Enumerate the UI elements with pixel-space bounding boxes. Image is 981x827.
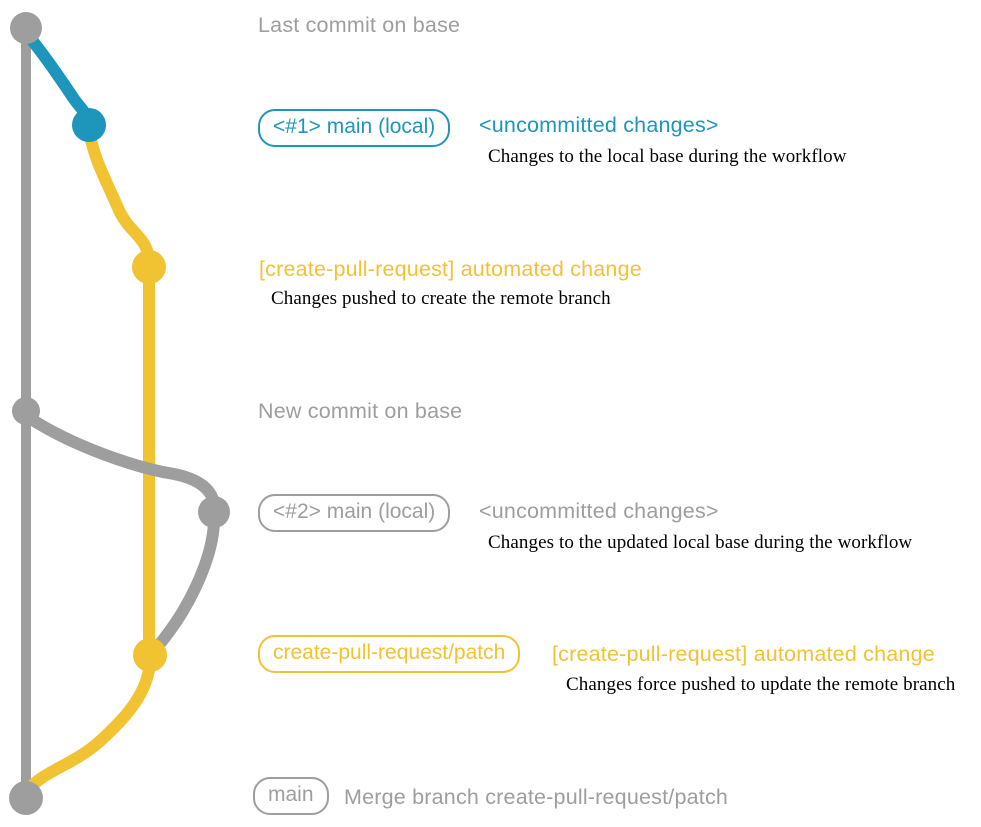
commit-dot-new-base bbox=[12, 397, 40, 425]
local-main-2-rebase-curve bbox=[149, 513, 220, 656]
branch-badge-main: main bbox=[253, 777, 329, 815]
branch-badge-main-local-2: <#2> main (local) bbox=[258, 494, 451, 532]
branch-badge-main-local-1: <#1> main (local) bbox=[258, 109, 451, 147]
pr-commit-title-1: [create-pull-request] automated change bbox=[259, 257, 642, 281]
pr-branch-curve bbox=[83, 124, 155, 268]
commit-dot-pr-2 bbox=[133, 638, 167, 672]
new-commit-label: New commit on base bbox=[258, 399, 463, 423]
merge-commit-label: Merge branch create-pull-request/patch bbox=[344, 785, 729, 809]
base-update-curve bbox=[22, 411, 220, 509]
pr-commit-title-2: [create-pull-request] automated change bbox=[552, 642, 935, 666]
uncommitted-changes-description-1: Changes to the local base during the wor… bbox=[488, 146, 847, 167]
commit-dot-last-base bbox=[10, 12, 42, 44]
commit-dot-pr-1 bbox=[132, 250, 166, 284]
uncommitted-changes-title-2: <uncommitted changes> bbox=[479, 499, 719, 523]
uncommitted-changes-description-2: Changes to the updated local base during… bbox=[488, 532, 913, 553]
uncommitted-changes-title-1: <uncommitted changes> bbox=[479, 113, 719, 137]
commit-dot-local-main-1 bbox=[72, 108, 106, 142]
commit-dot-local-main-2 bbox=[198, 496, 230, 528]
last-commit-label: Last commit on base bbox=[258, 13, 461, 37]
branch-badge-pr-patch: create-pull-request/patch bbox=[258, 635, 521, 673]
local-main-1-branch-curve bbox=[21, 28, 95, 130]
pr-commit-description-1: Changes pushed to create the remote bran… bbox=[271, 288, 611, 309]
pr-commit-description-2: Changes force pushed to update the remot… bbox=[566, 674, 956, 695]
commit-dot-merge bbox=[9, 781, 43, 815]
merge-curve bbox=[21, 654, 156, 798]
